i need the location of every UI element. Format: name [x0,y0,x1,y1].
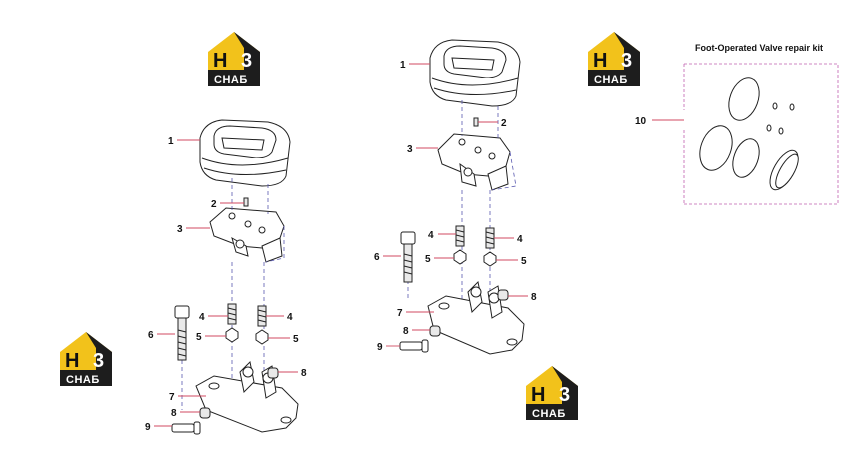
logo-letter-h: H [65,350,79,372]
logo-letter-h: H [593,50,607,72]
callout-3: 3 [177,224,183,235]
pedal-bracket [437,133,511,191]
pedal-pad [199,119,291,187]
logo-text: СНАБ [214,74,248,86]
pivot-pin-middle [399,339,429,353]
o-ring-left [699,125,733,171]
bolt-middle [400,231,416,283]
logo-bottom-left: H 3 СНАБ [56,328,116,390]
seal-cup-inner [775,153,799,189]
logo-bottom-middle: H 3 СНАБ [522,362,582,424]
o-ring-middle [732,138,760,178]
spring-left-b [257,305,267,327]
assembly-left: 1 2 3 4 4 5 5 6 7 8 8 9 [145,119,307,435]
nut-left-b [255,329,269,345]
pin [243,197,249,207]
logo-letter-3: 3 [621,50,632,72]
pedal-bracket [209,207,285,263]
spring-middle-b [485,227,495,249]
callout-8: 8 [403,326,409,337]
callout-7: 7 [169,392,175,403]
nut-middle-b [483,251,497,267]
logo-letter-3: 3 [93,350,104,372]
base-plate [195,360,299,433]
callout-10: 10 [635,116,647,127]
callout-1: 1 [400,60,406,71]
callout-4: 4 [199,312,205,323]
small-o-ring-d [778,127,784,135]
bushing-left-b [199,407,211,419]
logo-text: СНАБ [66,374,100,386]
bushing-left-a [267,367,279,379]
pin [473,117,479,127]
pivot-pin-left [171,421,201,435]
spring-left-a [227,303,237,325]
spring-middle-a [455,225,465,247]
callout-2: 2 [501,118,507,129]
callout-5: 5 [293,334,299,345]
callout-6: 6 [374,252,380,263]
logo-letter-3: 3 [241,50,252,72]
callout-9: 9 [377,342,383,353]
callout-8: 8 [301,368,307,379]
callout-4: 4 [517,234,523,245]
small-o-ring-b [789,103,795,111]
logo-text: СНАБ [532,408,566,420]
callout-5: 5 [521,256,527,267]
bushing-middle-a [497,289,509,301]
callout-8: 8 [531,292,537,303]
nut-middle-a [453,249,467,265]
logo-text: СНАБ [594,74,628,86]
logo-letter-h: H [531,384,545,406]
logo-letter-h: H [213,50,227,72]
base-plate [427,280,525,355]
callout-9: 9 [145,422,151,433]
callout-5: 5 [196,332,202,343]
repair-kit: Foot-Operated Valve repair kit 10 [635,43,839,205]
kit-title: Foot-Operated Valve repair kit [695,43,823,53]
callout-3: 3 [407,144,413,155]
assembly-middle: 1 2 3 4 4 5 5 6 7 8 8 9 [374,39,537,355]
logo-top-right: H 3 СНАБ [584,28,644,90]
o-ring-large [728,77,760,121]
logo-top-left: H 3 СНАБ [204,28,264,90]
callout-1: 1 [168,136,174,147]
small-o-ring-a [772,102,778,110]
bolt-left [174,305,190,361]
callout-7: 7 [397,308,403,319]
nut-left-a [225,327,239,343]
bushing-middle-b [429,325,441,337]
callout-8: 8 [171,408,177,419]
callout-6: 6 [148,330,154,341]
pedal-pad [429,39,521,107]
callout-4: 4 [287,312,293,323]
callout-2: 2 [211,199,217,210]
callout-4: 4 [428,230,434,241]
logo-letter-3: 3 [559,384,570,406]
small-o-ring-c [766,124,772,132]
callout-5: 5 [425,254,431,265]
